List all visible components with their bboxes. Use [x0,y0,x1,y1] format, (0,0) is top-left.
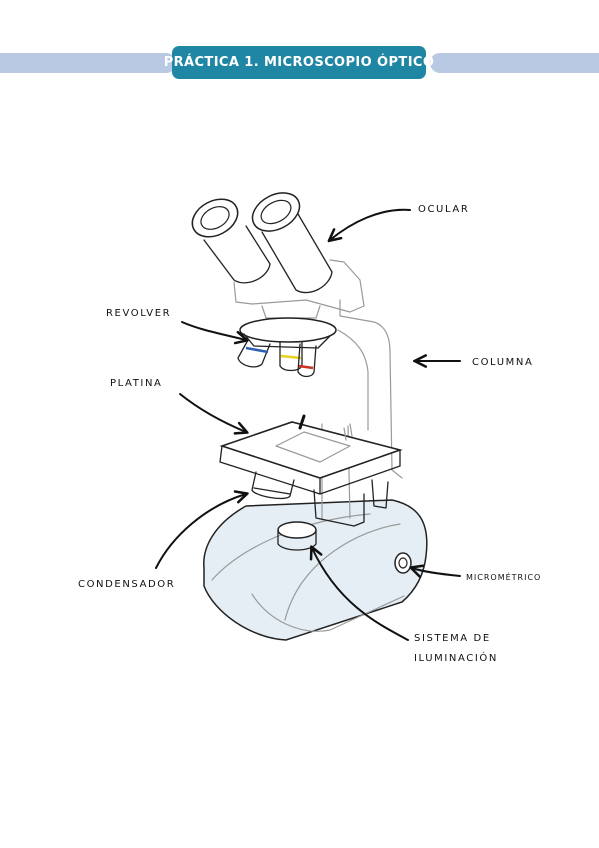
label-sistema-line2: ILUMINACIÓN [414,651,498,664]
objective-blue [237,339,271,368]
label-revolver: REVOLVER [106,308,171,319]
objective-red [297,343,317,378]
header-band-left [0,53,176,73]
microscope-stage [219,414,403,495]
ocular-arrow [330,208,411,240]
label-ocular: OCULAR [418,204,469,215]
microscope-base [203,499,428,641]
eyepiece-left [191,198,271,284]
label-sistema-line1: SISTEMA DE [414,633,491,644]
label-micrometrico: MICROMÉTRICO [466,571,541,582]
condensador-arrow [155,494,246,569]
header-band-right [430,53,599,73]
eyepiece-right [251,192,333,294]
condenser [251,471,295,500]
label-platina: PLATINA [110,378,162,389]
label-condensador: CONDENSADOR [78,579,175,590]
sistema-arrow [312,548,409,641]
platina-arrow [179,393,246,432]
micrometric-knob [394,552,412,574]
label-columna: COLUMNA [472,357,533,368]
illuminator [277,521,317,551]
micrometrico-arrow [412,568,461,576]
revolver-arrow [181,321,246,340]
nosepiece [239,317,337,349]
page-title: PRÁCTICA 1. MICROSCOPIO ÓPTICO [164,46,434,79]
microscope-head [233,259,365,319]
stage-supports [313,479,389,527]
